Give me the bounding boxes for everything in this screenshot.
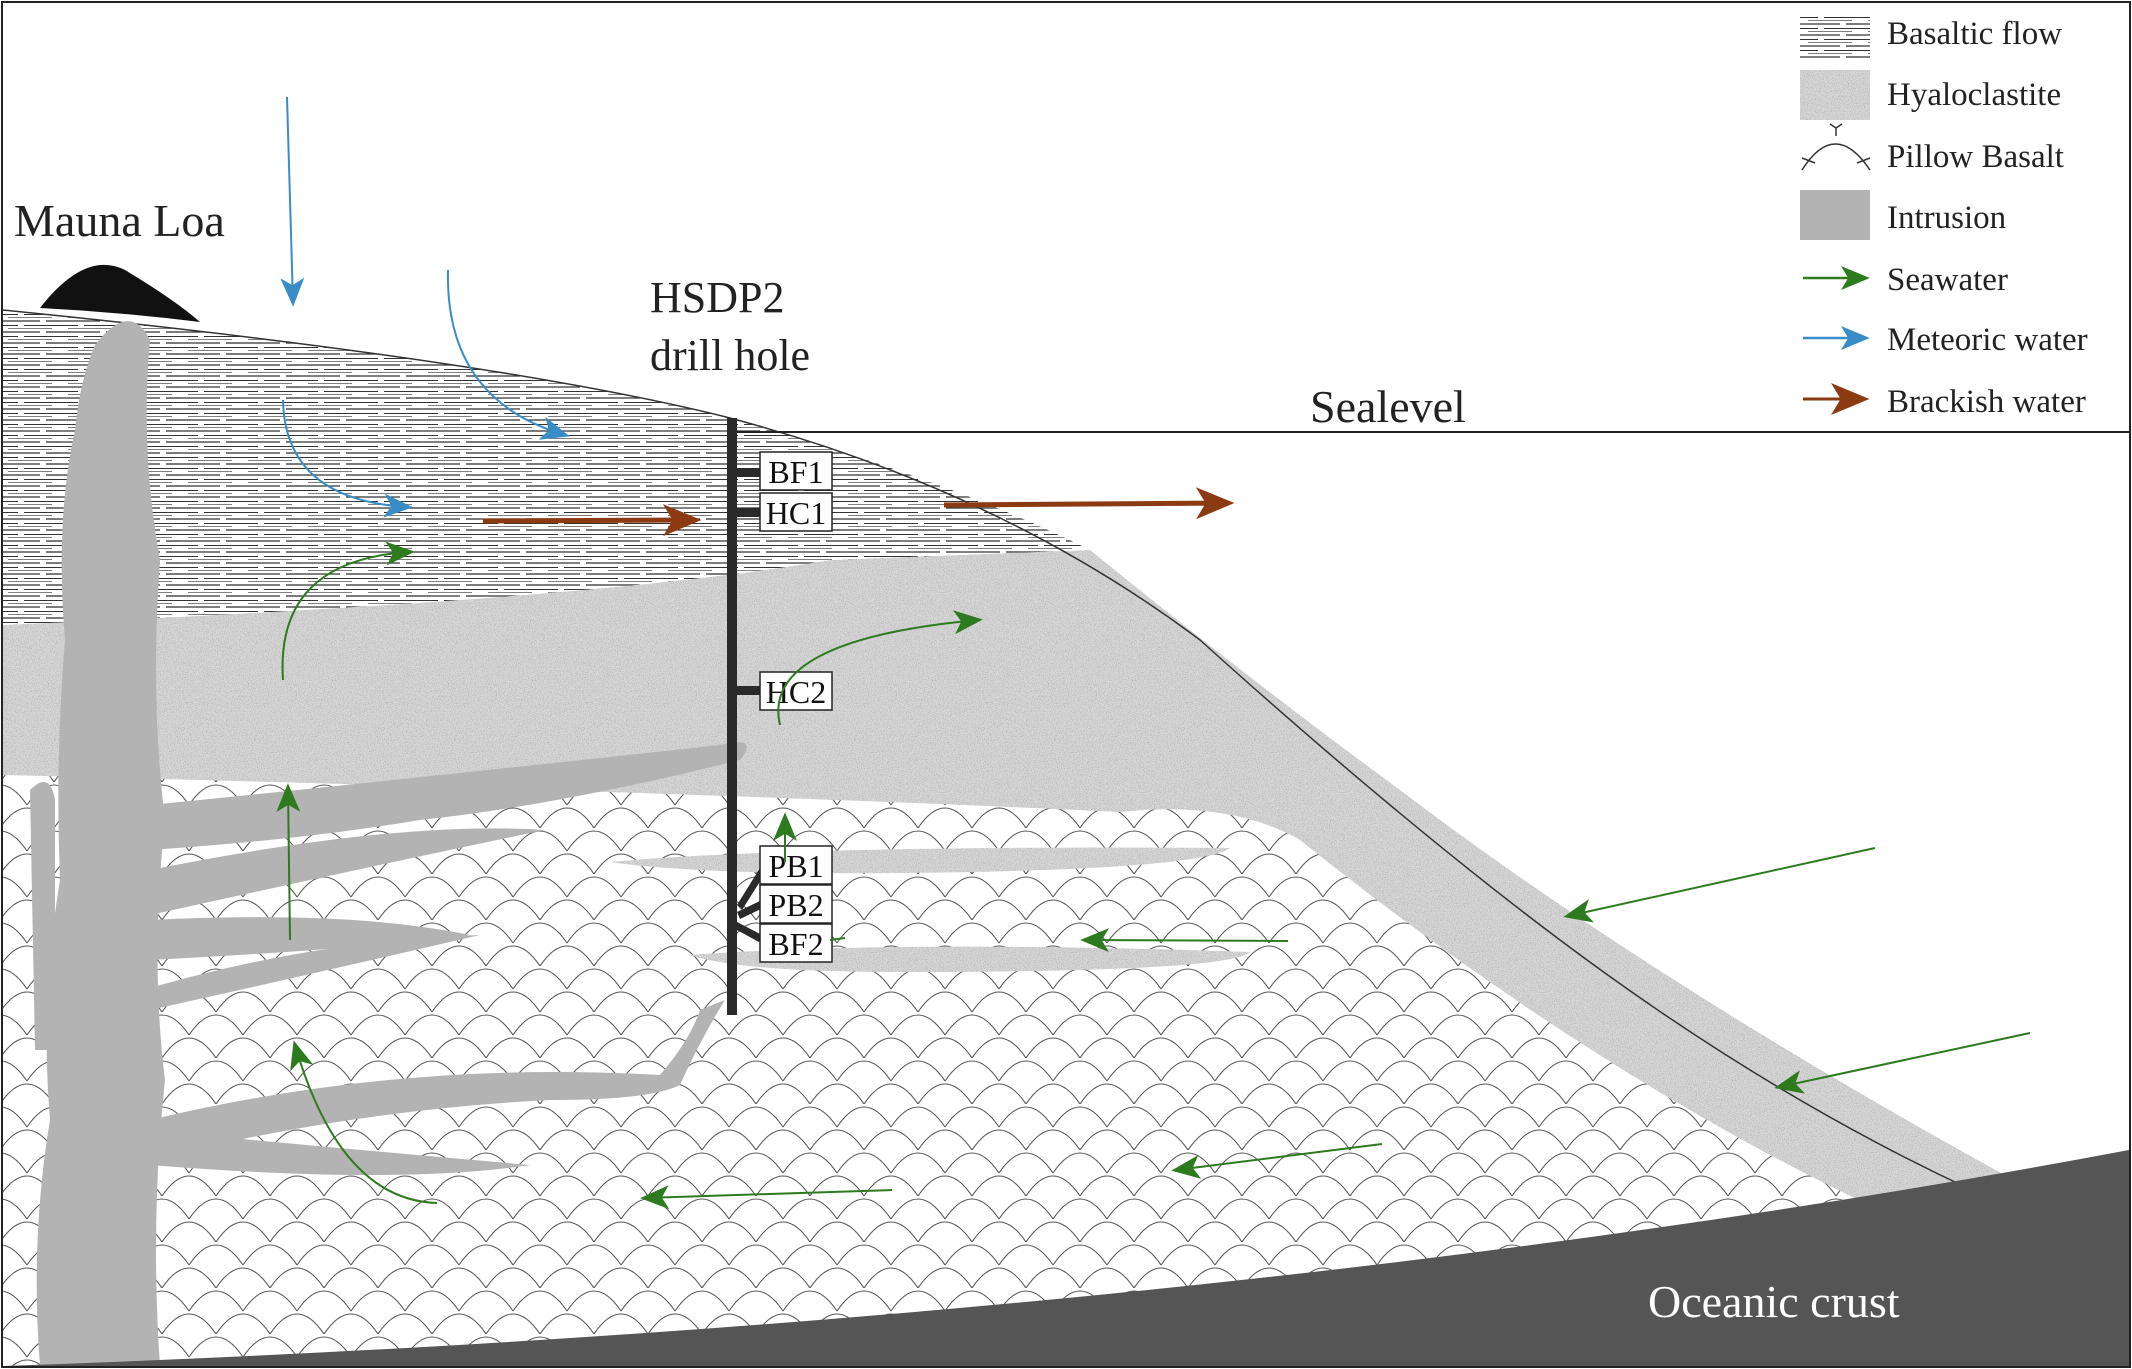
pillow-basalt-symbol	[1801, 123, 1871, 171]
legend-label-meteoric-water: Meteoric water	[1887, 322, 2088, 358]
sample-label-pb1: PB1	[768, 848, 823, 884]
brackish-water-arrows	[482, 487, 1235, 537]
seawater-arrow-6	[1080, 928, 1289, 953]
mauna-loa-summit	[40, 264, 200, 322]
sealevel-label: Sealevel	[1310, 381, 1466, 432]
sample-box-pb2	[759, 884, 833, 924]
sample-label-bf1: BF1	[768, 454, 823, 490]
seawater-arrow-3	[276, 783, 301, 941]
seawater-arrow-11	[290, 1040, 438, 1204]
legend-item-intrusion: Intrusion	[1800, 190, 2006, 240]
drill-hole	[727, 418, 766, 1015]
sample-label-pb2: PB2	[768, 887, 823, 923]
meteoric-arrow-3	[282, 399, 413, 518]
seawater-arrow-9	[1171, 1143, 1383, 1179]
brackish-arrow-1	[482, 504, 702, 537]
basaltic-flow-pattern	[1800, 14, 1870, 60]
sample-label-bf2: BF2	[768, 926, 823, 962]
legend-label-hyaloclastite: Hyaloclastite	[1887, 77, 2061, 113]
drill-hole-label-line2: drill hole	[650, 331, 810, 380]
intrusion-fill	[1800, 190, 1870, 240]
seawater-arrow-10	[640, 1185, 893, 1210]
legend-item-brackish-water: Brackish water	[1803, 383, 2086, 420]
legend-item-pillow-basalt: Pillow Basalt	[1801, 123, 2064, 175]
legend-label-intrusion: Intrusion	[1887, 200, 2006, 236]
island-surface-outline	[3, 309, 2041, 1221]
seawater-arrow-5	[829, 937, 846, 941]
seawater-arrow-7	[1563, 847, 1876, 923]
sample-box-bf1	[759, 451, 833, 491]
brackish-arrow-2	[943, 487, 1235, 520]
sample-labels: BF1 HC1 HC2 PB1 PB2 BF2	[759, 451, 833, 963]
seawater-arrow-2	[777, 610, 983, 726]
sample-label-hc2: HC2	[766, 674, 826, 710]
legend-label-basaltic-flow: Basaltic flow	[1887, 16, 2062, 52]
oceanic-crust	[3, 1150, 2129, 1366]
sample-box-hc2	[759, 671, 833, 711]
legend: Basaltic flow Hyaloclastite Pillow Basal…	[1800, 14, 2088, 420]
seawater-arrow-1	[281, 541, 415, 681]
meteoric-water-arrows	[280, 96, 570, 518]
meteoric-arrow-1	[280, 96, 305, 307]
legend-label-pillow-basalt: Pillow Basalt	[1887, 139, 2064, 175]
legend-item-basaltic-flow: Basaltic flow	[1800, 14, 2062, 60]
legend-item-meteoric-water: Meteoric water	[1803, 322, 2088, 358]
sample-label-hc1: HC1	[766, 495, 826, 531]
basaltic-flow-layer	[3, 310, 1090, 625]
legend-label-seawater: Seawater	[1887, 262, 2008, 298]
seawater-arrow-8	[1774, 1032, 2031, 1094]
legend-item-hyaloclastite: Hyaloclastite	[1800, 70, 2061, 120]
legend-item-seawater: Seawater	[1803, 262, 2008, 298]
legend-label-brackish-water: Brackish water	[1887, 384, 2086, 420]
meteoric-arrow-2	[446, 269, 570, 440]
sample-box-hc1	[759, 492, 833, 532]
sample-box-pb1	[759, 845, 833, 885]
hyaloclastite-layer	[3, 550, 2010, 1215]
mauna-loa-label: Mauna Loa	[14, 195, 225, 246]
seawater-arrows	[276, 541, 2031, 1210]
hyaloclastite-pattern	[1800, 70, 1870, 120]
drill-hole-label-line1: HSDP2	[650, 273, 785, 322]
sample-box-bf2	[759, 923, 833, 963]
intrusion-dikes	[30, 321, 747, 1366]
oceanic-crust-label: Oceanic crust	[1648, 1276, 1900, 1327]
